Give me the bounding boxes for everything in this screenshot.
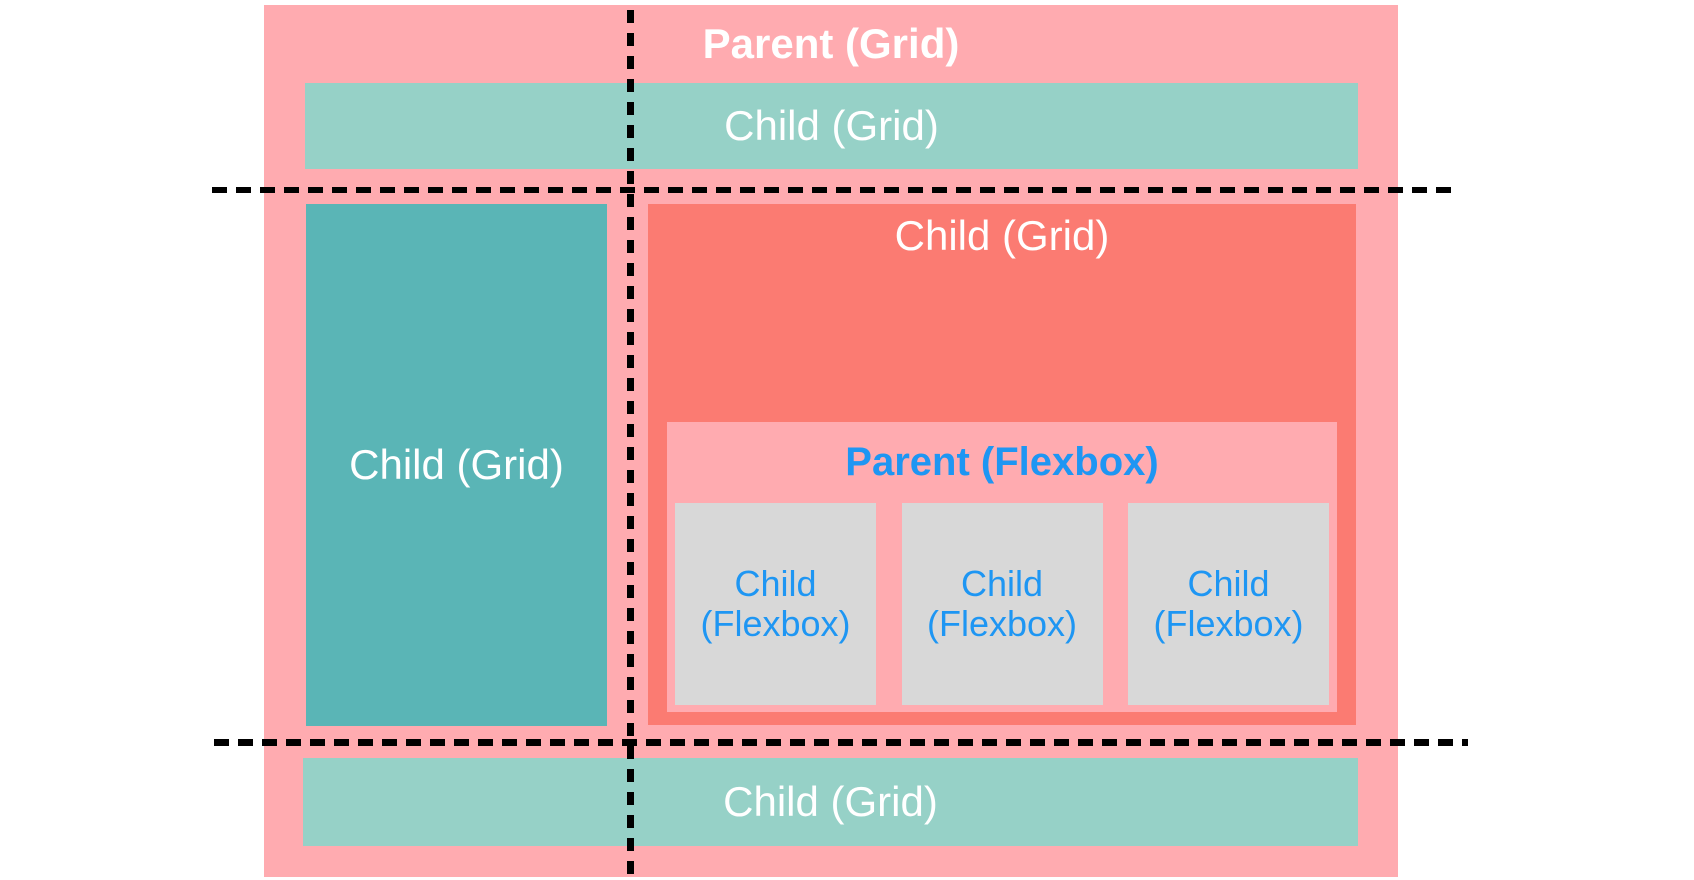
grid-child-bottom-label: Child (Grid)	[723, 778, 938, 825]
flex-child-1: Child (Flexbox)	[675, 503, 876, 705]
grid-child-top-label: Child (Grid)	[724, 102, 939, 149]
flex-child-3-label-line1: Child	[1187, 562, 1270, 604]
grid-line-horizontal-top	[212, 187, 1456, 193]
grid-child-right-label: Child (Grid)	[894, 212, 1110, 259]
flex-child-2-label-line1: Child	[960, 562, 1044, 604]
parent-flexbox-container: Parent (Flexbox) Child (Flexbox) Child (…	[667, 422, 1337, 712]
flex-child-3-label-line2: (Flexbox)	[1153, 603, 1304, 644]
flexbox-children-row: Child (Flexbox) Child (Flexbox) Child (F…	[667, 503, 1337, 705]
flex-child-2-label-line2: (Flexbox)	[926, 603, 1078, 644]
grid-line-horizontal-bottom	[214, 739, 1468, 746]
grid-child-left: Child (Grid)	[306, 204, 607, 726]
parent-grid-container: Parent (Grid) Child (Grid) Child (Grid) …	[264, 5, 1398, 877]
flex-child-3: Child (Flexbox)	[1128, 503, 1329, 705]
flex-child-2: Child (Flexbox)	[901, 503, 1103, 705]
grid-child-top: Child (Grid)	[305, 83, 1358, 169]
grid-line-vertical	[627, 10, 634, 880]
flex-child-1-label-line2: (Flexbox)	[700, 603, 851, 644]
grid-child-left-label: Child (Grid)	[349, 441, 564, 488]
flex-child-1-label-line1: Child	[734, 562, 817, 604]
parent-grid-label: Parent (Grid)	[702, 20, 960, 67]
grid-child-right: Child (Grid) Parent (Flexbox) Child (Fle…	[648, 204, 1356, 725]
grid-child-bottom: Child (Grid)	[303, 758, 1358, 846]
parent-flexbox-label: Parent (Flexbox)	[845, 440, 1159, 484]
